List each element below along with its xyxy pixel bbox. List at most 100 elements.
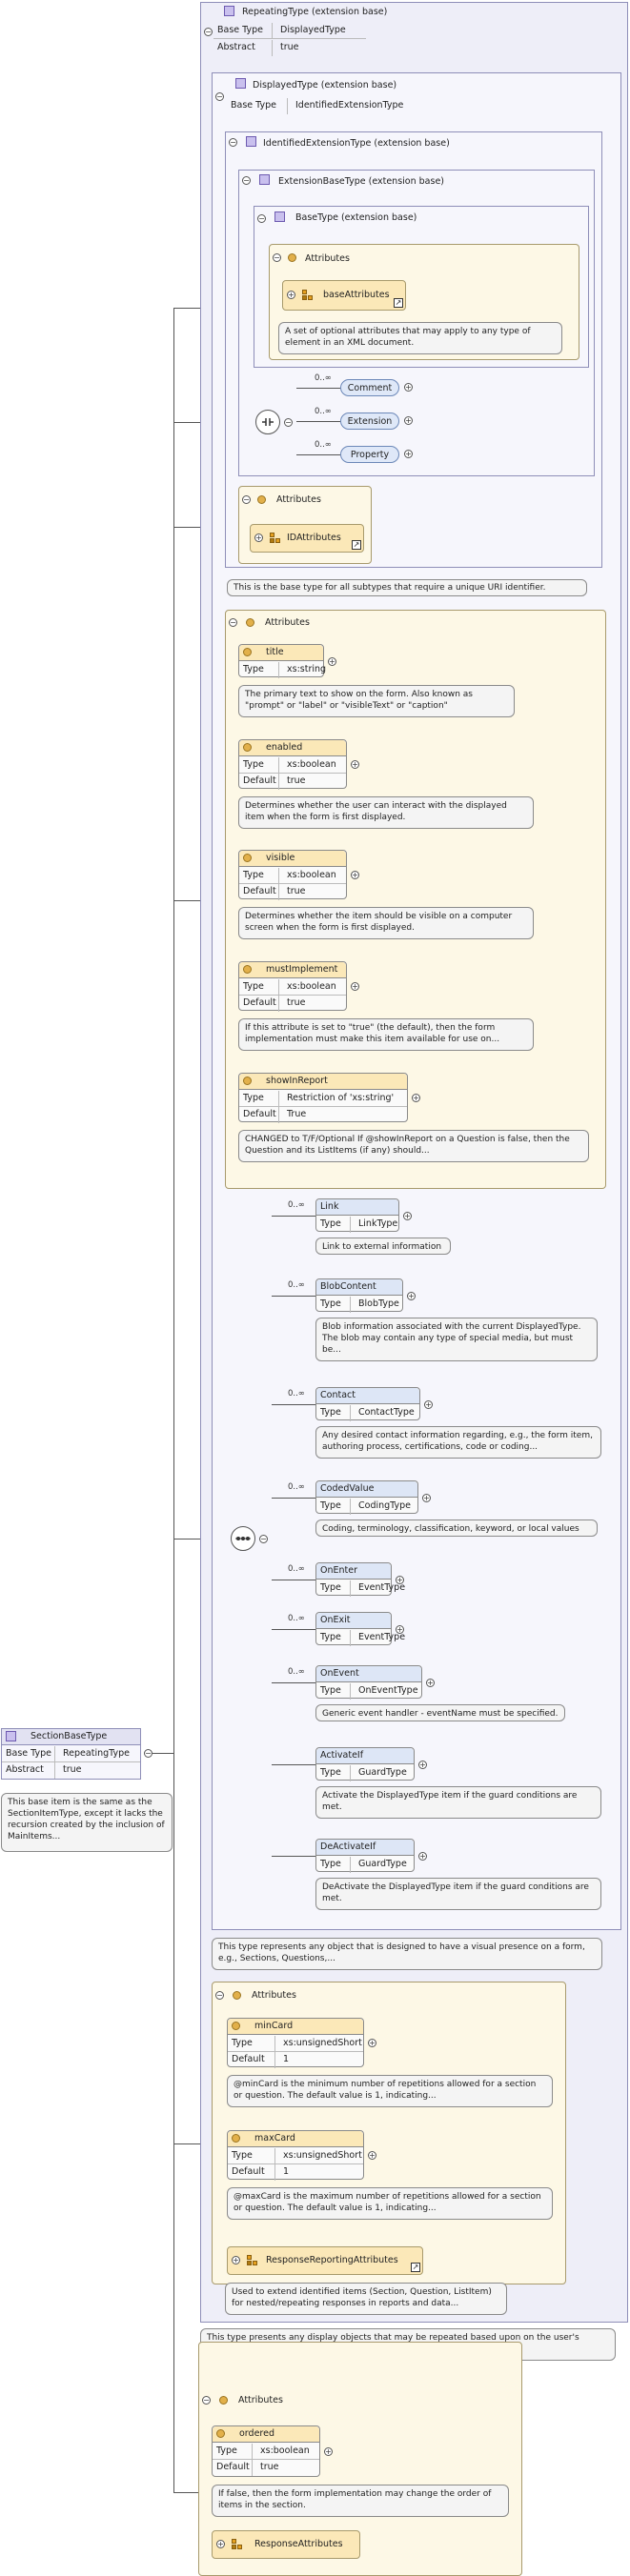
collapse-toggle[interactable]: −	[242, 176, 251, 185]
attribute-group-id-attributes[interactable]: + IDAttributes ↗	[250, 524, 364, 553]
collapse-toggle[interactable]: −	[202, 2396, 211, 2405]
expand-toggle[interactable]: +	[351, 982, 359, 991]
connector-line	[296, 454, 340, 455]
element-comment[interactable]: Comment	[340, 379, 399, 396]
expand-toggle[interactable]: +	[328, 657, 336, 666]
link-arrow-icon[interactable]: ↗	[394, 298, 403, 308]
attribute-documentation: @maxCard is the maximum number of repeti…	[227, 2187, 553, 2220]
collapse-toggle[interactable]: −	[229, 138, 237, 147]
row-value: true	[287, 886, 306, 896]
expand-toggle[interactable]: +	[422, 1494, 431, 1502]
collapse-toggle[interactable]: −	[215, 92, 224, 101]
attribute-icon	[246, 618, 254, 627]
link-arrow-icon[interactable]: ↗	[352, 540, 361, 550]
expand-toggle[interactable]: +	[418, 1761, 427, 1769]
expand-toggle[interactable]: +	[426, 1679, 435, 1687]
expand-toggle[interactable]: +	[254, 533, 263, 542]
expand-toggle[interactable]: +	[396, 1576, 404, 1584]
collapse-toggle[interactable]: −	[215, 1991, 224, 2000]
row-value: Restriction of 'xs:string'	[287, 1093, 395, 1103]
expand-toggle[interactable]: +	[404, 383, 413, 392]
expand-toggle[interactable]: +	[418, 1852, 427, 1861]
expand-toggle[interactable]: +	[424, 1400, 433, 1409]
complex-type-icon	[274, 211, 285, 222]
row-key: Type	[316, 1217, 351, 1233]
choice-compositor-icon[interactable]	[255, 410, 280, 434]
expand-toggle[interactable]: +	[404, 416, 413, 425]
expand-toggle[interactable]: +	[404, 450, 413, 458]
collapse-toggle[interactable]: −	[259, 1535, 268, 1543]
attribute-group-icon	[270, 533, 281, 544]
row-key: Type	[316, 1857, 351, 1873]
element-extension[interactable]: Extension	[340, 413, 399, 430]
collapse-toggle[interactable]: −	[257, 214, 266, 223]
card-row: Default 1	[228, 2164, 363, 2181]
expand-toggle[interactable]: +	[287, 291, 295, 299]
element-property[interactable]: Property	[340, 446, 399, 463]
row-key: Default	[228, 2164, 275, 2181]
attributes-label: Attributes	[265, 617, 310, 628]
element-name: OnEnter	[320, 1565, 357, 1576]
expand-toggle[interactable]: +	[232, 2256, 240, 2264]
row-value: OnEventType	[358, 1685, 418, 1696]
element-documentation: DeActivate the DisplayedType item if the…	[315, 1878, 601, 1910]
attribute-group-response-reporting[interactable]: + ResponseReportingAttributes ↗	[227, 2246, 423, 2275]
row-key: Type	[316, 1765, 351, 1781]
attribute-icon	[232, 2022, 240, 2030]
expand-toggle[interactable]: +	[407, 1292, 416, 1300]
expand-toggle[interactable]: +	[368, 2039, 376, 2047]
attribute-icon	[243, 743, 252, 752]
row-value: 1	[283, 2166, 290, 2177]
collapse-toggle[interactable]: −	[229, 618, 237, 627]
expand-toggle[interactable]: +	[403, 1212, 412, 1220]
collapse-toggle[interactable]: −	[204, 28, 213, 36]
collapse-toggle[interactable]: −	[144, 1749, 152, 1758]
expand-toggle[interactable]: +	[368, 2151, 376, 2160]
expand-toggle[interactable]: +	[324, 2447, 333, 2456]
link-arrow-icon[interactable]: ↗	[411, 2263, 420, 2272]
expand-toggle[interactable]: +	[351, 760, 359, 769]
attribute-name: minCard	[254, 2021, 294, 2031]
expand-toggle[interactable]: +	[412, 1094, 420, 1102]
element-documentation: Link to external information	[315, 1238, 451, 1255]
attributes-label: Attributes	[238, 2395, 283, 2405]
attribute-icon	[243, 648, 252, 656]
collapse-toggle[interactable]: −	[273, 253, 281, 262]
collapse-toggle[interactable]: −	[284, 418, 293, 427]
card-header: OnEnter	[316, 1563, 391, 1580]
sequence-compositor-icon[interactable]	[231, 1526, 255, 1551]
expand-toggle[interactable]: +	[216, 2540, 225, 2548]
card-header: OnEvent	[316, 1666, 421, 1682]
expand-toggle[interactable]: +	[351, 871, 359, 879]
attribute-group-response-attributes[interactable]: + ResponseAttributes	[212, 2530, 360, 2559]
expand-toggle[interactable]: +	[396, 1625, 404, 1634]
collapse-toggle[interactable]: −	[242, 495, 251, 504]
attribute-group-base-attributes[interactable]: + baseAttributes ↗	[282, 280, 406, 311]
complex-type-icon	[224, 6, 234, 16]
